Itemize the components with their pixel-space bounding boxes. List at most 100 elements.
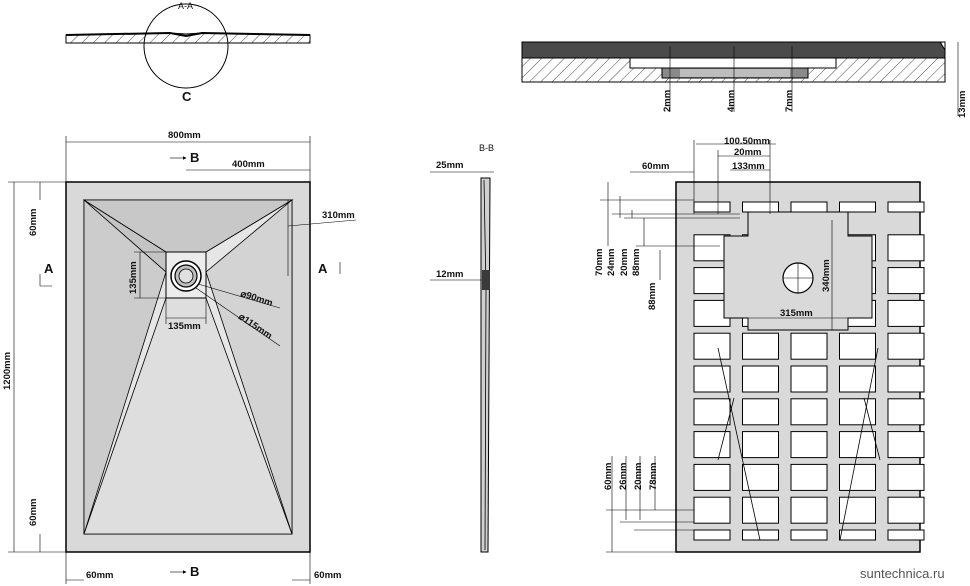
slope-guide-line <box>717 397 735 461</box>
rib-cell <box>742 431 779 459</box>
rib-cell <box>693 463 731 491</box>
dim-r3: 20mm <box>619 249 630 276</box>
dim-r1: 70mm <box>594 249 605 276</box>
rib-cell <box>887 365 925 393</box>
rib-cell <box>887 463 925 491</box>
dim-drain-box-h: 135mm <box>128 261 139 294</box>
dim-slope-leader <box>287 219 357 227</box>
dim-margin: 60mm <box>642 161 669 172</box>
rib-cell <box>790 463 828 491</box>
slope-left <box>83 199 167 535</box>
dim-plan-width: 800mm <box>168 130 201 141</box>
dim-center-h: 340mm <box>821 259 832 292</box>
section-aa-top-surface <box>65 31 311 38</box>
plan-view: 800mm 400mm 1200mm 135mm 135mm ⌀90mm <box>2 130 357 584</box>
rib-cell <box>839 463 876 491</box>
slope-guide-line <box>839 347 879 541</box>
rib-cell <box>790 398 828 426</box>
dim-r5: 88mm <box>647 283 658 310</box>
leader-d115 <box>195 287 281 347</box>
dim-border-bottom: 60mm <box>28 499 39 526</box>
rib-cell <box>887 398 925 426</box>
section-marker-b-bottom: B <box>190 564 199 579</box>
dim-7mm: 7mm <box>784 90 795 112</box>
bottom-view: 100.50mm 20mm 133mm 60mm 70mm 24mm 20mm … <box>594 136 925 553</box>
detail-dark-top <box>521 41 946 61</box>
dim-drain-box-w: 135mm <box>168 321 201 332</box>
side-section-bb: B-B 25mm 12mm <box>430 143 494 553</box>
dim-center-w: 315mm <box>780 308 813 319</box>
rib-cell <box>839 529 876 541</box>
rib-cell <box>839 332 876 360</box>
rib-cell <box>887 201 925 213</box>
dim-b2: 26mm <box>618 463 629 490</box>
rib-cell <box>693 332 731 360</box>
rib-cell <box>790 201 828 213</box>
dim-r2: 24mm <box>606 249 617 276</box>
watermark: suntechnica.ru <box>860 566 945 581</box>
dim-4mm: 4mm <box>726 90 737 112</box>
rib-cell <box>887 496 925 524</box>
rib-cell <box>887 267 925 295</box>
rib-cell <box>839 431 876 459</box>
detail-c-label: C <box>182 89 192 104</box>
dim-bb-total: 25mm <box>436 160 463 171</box>
rib-cell <box>742 496 779 524</box>
dim-plan-height: 1200mm <box>2 352 13 390</box>
dim-rib: 20mm <box>734 147 761 158</box>
section-bb-label: B-B <box>479 143 494 153</box>
slope-guide-line <box>717 347 761 541</box>
detail-section-view: 2mm 4mm 7mm 13mm <box>521 41 968 118</box>
section-arrow-a-left <box>39 274 52 287</box>
rib-cell <box>790 365 828 393</box>
detail-drain-grate-highlight <box>680 69 790 77</box>
rib-cell <box>693 365 731 393</box>
rib-cell <box>742 529 779 541</box>
leader-d90 <box>197 283 281 309</box>
drain-core <box>178 268 194 284</box>
rib-cell <box>887 529 925 541</box>
section-marker-b-top: B <box>190 150 199 165</box>
rib-cell <box>693 529 731 541</box>
dim-border-right: 60mm <box>314 570 341 581</box>
dim-b1: 60mm <box>603 463 614 490</box>
section-marker-a-right: A <box>318 261 328 276</box>
rib-cell <box>839 201 876 213</box>
section-aa-view: A-A C <box>65 1 311 104</box>
dim-13mm: 13mm <box>957 91 968 118</box>
rib-cell <box>790 529 828 541</box>
rib-cell <box>742 201 779 213</box>
rib-cell <box>790 431 828 459</box>
dim-b4: 78mm <box>648 463 659 490</box>
rib-cell <box>790 496 828 524</box>
dim-slope-length: 310mm <box>322 210 355 221</box>
dim-spacing: 100.50mm <box>724 136 770 147</box>
rib-cell <box>790 332 828 360</box>
rib-cell <box>887 431 925 459</box>
rib-cell <box>742 365 779 393</box>
rib-cell <box>887 234 925 262</box>
section-marker-a-left: A <box>44 261 54 276</box>
section-bb-drain <box>482 270 490 290</box>
rib-cell <box>693 496 731 524</box>
slope-right <box>205 199 293 535</box>
dim-b3: 20mm <box>633 463 644 490</box>
rib-cell <box>887 299 925 327</box>
dim-drain-offset: 400mm <box>232 159 265 170</box>
slope-guide-line <box>863 397 881 461</box>
dim-border-left: 60mm <box>86 570 113 581</box>
rib-cell <box>693 201 731 213</box>
rib-cell <box>839 496 876 524</box>
rib-cell <box>839 365 876 393</box>
rib-cell <box>693 398 731 426</box>
detail-drain-cavity <box>629 57 837 69</box>
dim-bb-edge: 12mm <box>436 269 463 280</box>
section-aa-label: A-A <box>178 1 193 11</box>
dim-r4: 88mm <box>631 249 642 276</box>
dim-cell: 133mm <box>732 161 765 172</box>
detail-circle-c <box>143 3 229 89</box>
dim-2mm: 2mm <box>662 90 673 112</box>
rib-cell <box>742 332 779 360</box>
rib-cell <box>742 398 779 426</box>
